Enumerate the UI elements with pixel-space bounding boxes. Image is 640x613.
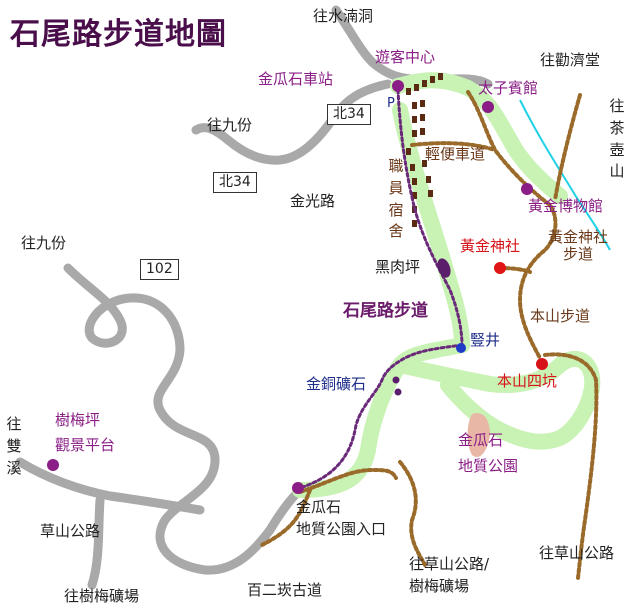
label-to-chahushan: 往茶壺山	[609, 97, 625, 181]
route-shield-102: 102	[140, 259, 179, 280]
label-shumeiping-2: 觀景平台	[55, 436, 116, 454]
label-trail-name: 石尾路步道	[343, 301, 428, 321]
label-heirouping: 黑肉坪	[375, 258, 421, 276]
label-jinguashi-station: 金瓜石車站	[258, 70, 334, 88]
label-jinguang-road: 金光路	[290, 192, 336, 210]
label-geopark-1: 金瓜石	[458, 431, 504, 449]
label-visitor-center: 遊客中心	[375, 48, 436, 66]
label-gold-museum: 黃金博物館	[528, 197, 604, 215]
shumeiping-dot	[47, 459, 59, 471]
road-caoshan	[87, 495, 105, 590]
label-geopark-2: 地質公園	[458, 457, 519, 475]
label-geopark-entrance-2: 地質公園入口	[296, 520, 387, 538]
shrine-dot	[494, 262, 506, 274]
label-to-jiufen-upper: 往九份	[207, 116, 253, 134]
label-shumeiping-1: 樹梅坪	[55, 411, 101, 429]
taizi-dot	[482, 101, 494, 113]
label-to-shuangxi: 往雙溪	[6, 415, 22, 477]
geopark-entrance-dot	[292, 482, 304, 494]
label-to-caoshan-road: 往草山公路	[539, 544, 615, 562]
label-parking: P	[387, 96, 395, 111]
route-shield-north34-left: 北34	[213, 172, 257, 193]
label-to-qinjitang: 往勸濟堂	[540, 51, 601, 69]
label-copper-ore: 金銅礦石	[306, 375, 367, 393]
label-staff-dorm: 職員宿舍	[388, 157, 404, 241]
label-baierjian: 百二崁古道	[247, 581, 323, 599]
label-light-rail: 輕便車道	[425, 145, 486, 163]
label-taizi-guesthouse: 太子賓館	[478, 79, 539, 97]
label-geopark-entrance-1: 金瓜石	[296, 498, 342, 516]
visitor-center-dot	[392, 80, 404, 92]
road-jinguang	[191, 79, 393, 165]
adit-dot	[536, 358, 548, 370]
label-gold-shrine-trail: 黃金神社步道	[547, 228, 608, 264]
label-to-shuinandong: 往水湳洞	[313, 7, 374, 25]
label-to-jiufen-left: 往九份	[21, 234, 67, 252]
label-shujing: 豎井	[470, 331, 501, 349]
label-benshan-fourth-adit: 本山四坑	[497, 372, 558, 390]
map-title: 石尾路步道地圖	[10, 17, 227, 52]
label-to-shumei-mine: 往樹梅礦場	[64, 587, 140, 605]
copper-dot-2	[394, 388, 402, 396]
label-to-caoshan-shumei-2: 樹梅礦場	[409, 577, 470, 595]
copper-dot-1	[392, 376, 400, 384]
label-to-caoshan-shumei-1: 往草山公路/	[409, 555, 490, 573]
label-caoshan-road: 草山公路	[40, 522, 101, 540]
road-to-shuangxi	[15, 457, 205, 515]
geopark-area	[467, 413, 490, 458]
museum-dot	[521, 183, 533, 195]
stream	[519, 99, 611, 251]
label-gold-shrine: 黃金神社	[460, 237, 521, 255]
route-shield-north34-upper: 北34	[327, 104, 371, 125]
label-benshan-trail: 本山步道	[530, 307, 591, 325]
road-102	[63, 263, 303, 575]
shujing-dot	[456, 343, 466, 353]
